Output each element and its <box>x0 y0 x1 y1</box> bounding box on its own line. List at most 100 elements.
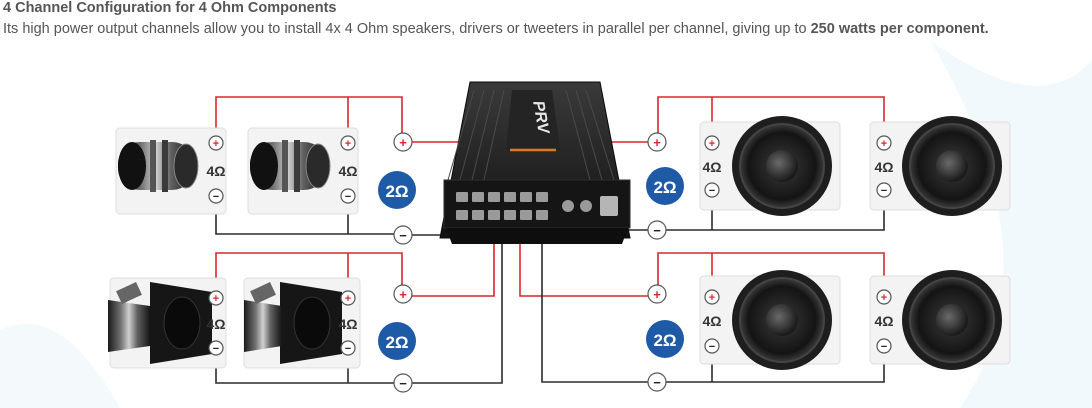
minus-terminal-label: − <box>709 341 715 353</box>
minus-terminal-label: − <box>399 228 407 243</box>
plus-terminal-icon <box>208 290 224 306</box>
plus-terminal-icon <box>393 132 413 152</box>
amp-brand-logo: PRV <box>529 100 552 137</box>
page-description: Its high power output channels allow you… <box>3 20 1089 38</box>
minus-terminal-icon <box>704 338 720 354</box>
plus-terminal-icon <box>647 284 667 304</box>
minus-terminal-icon <box>647 372 667 392</box>
plus-terminal-icon <box>647 132 667 152</box>
amplifier: PRV <box>439 81 631 244</box>
minus-terminal-label: − <box>213 191 219 203</box>
background-swoosh <box>0 323 120 408</box>
minus-terminal-label: − <box>345 343 351 355</box>
speaker-impedance-label: 4Ω <box>702 313 721 329</box>
channel-impedance-label: 2Ω <box>385 182 408 201</box>
speaker-terminal-block: + 4Ω − <box>206 290 226 356</box>
description-text: Its high power output channels allow you… <box>3 21 811 37</box>
minus-terminal-label: − <box>653 223 661 238</box>
speaker-impedance-label: 4Ω <box>206 163 225 179</box>
minus-terminal-icon <box>393 373 413 393</box>
plus-terminal-label: + <box>345 138 351 150</box>
speaker-horn-2 <box>243 277 361 369</box>
channel-terminal-right-top: + 2Ω − <box>646 132 684 240</box>
channel-impedance-badge <box>378 322 416 360</box>
amp-terminals <box>456 192 618 220</box>
channel-impedance-label: 2Ω <box>653 331 676 350</box>
minus-terminal-icon <box>208 340 224 356</box>
minus-terminal-label: − <box>881 341 887 353</box>
speaker-woofer-1 <box>699 116 841 216</box>
plus-terminal-label: + <box>709 292 715 304</box>
minus-terminal-label: − <box>399 376 407 391</box>
speaker-woofer-2 <box>869 116 1011 216</box>
channel-impedance-badge <box>646 167 684 205</box>
plus-terminal-icon <box>704 135 720 151</box>
minus-terminal-icon <box>340 340 356 356</box>
plus-terminal-icon <box>704 289 720 305</box>
speaker-woofer-3 <box>699 270 841 370</box>
plus-terminal-icon <box>876 289 892 305</box>
minus-terminal-icon <box>340 188 356 204</box>
amp-base <box>446 228 628 244</box>
positive-wire <box>657 96 885 140</box>
horn-driver-icon <box>108 282 212 364</box>
speaker-impedance-label: 4Ω <box>206 316 225 332</box>
minus-terminal-label: − <box>213 343 219 355</box>
minus-terminal-label: − <box>709 185 715 197</box>
speaker-terminal-block: + 4Ω − <box>206 135 226 204</box>
channel-impedance-label: 2Ω <box>385 333 408 352</box>
positive-wire <box>657 252 885 286</box>
plus-terminal-icon <box>208 135 224 151</box>
minus-terminal-label: − <box>345 191 351 203</box>
speaker-terminal-block: + 4Ω − <box>338 135 358 204</box>
horn-driver-icon <box>244 282 342 364</box>
plus-terminal-label: + <box>213 293 219 305</box>
minus-terminal-icon <box>704 182 720 198</box>
minus-terminal-icon <box>876 182 892 198</box>
negative-wire <box>541 230 648 383</box>
positive-wire <box>215 96 403 140</box>
positive-wire <box>519 230 648 297</box>
minus-terminal-icon <box>876 338 892 354</box>
channel-impedance-badge <box>378 171 416 209</box>
positive-wire <box>215 252 403 296</box>
midrange-speaker-icon <box>902 270 1002 370</box>
speaker-horn-1 <box>108 277 227 369</box>
plus-terminal-icon <box>340 290 356 306</box>
minus-terminal-label: − <box>881 185 887 197</box>
plus-terminal-icon <box>393 284 413 304</box>
speaker-terminal-block: + 4Ω − <box>874 289 894 354</box>
compression-driver-icon <box>118 140 199 192</box>
page-title: 4 Channel Configuration for 4 Ohm Compon… <box>3 0 337 16</box>
plus-terminal-label: + <box>709 138 715 150</box>
plus-terminal-icon <box>876 135 892 151</box>
channel-impedance-badge <box>646 320 684 358</box>
header: 4 Channel Configuration for 4 Ohm Compon… <box>3 0 1089 38</box>
midrange-speaker-icon <box>732 270 832 370</box>
speaker-terminal-block: + 4Ω − <box>874 135 894 198</box>
plus-terminal-icon <box>340 135 356 151</box>
channel-terminal-left-top: + 2Ω − <box>378 132 416 245</box>
positive-wire <box>412 230 495 297</box>
speaker-tweeter-2 <box>247 127 359 215</box>
plus-terminal-label: + <box>399 135 407 150</box>
speaker-terminal-block: + 4Ω − <box>702 289 722 354</box>
plus-terminal-label: + <box>881 138 887 150</box>
speaker-impedance-label: 4Ω <box>874 313 893 329</box>
negative-wire <box>412 230 503 384</box>
speaker-terminal-block: + 4Ω − <box>702 135 722 198</box>
background-swoosh <box>930 40 1092 408</box>
plus-terminal-label: + <box>399 287 407 302</box>
channel-impedance-label: 2Ω <box>653 178 676 197</box>
midrange-speaker-icon <box>902 116 1002 216</box>
plus-terminal-label: + <box>213 138 219 150</box>
speaker-impedance-label: 4Ω <box>338 163 357 179</box>
midrange-speaker-icon <box>732 116 832 216</box>
description-highlight: 250 watts per component. <box>810 21 989 37</box>
minus-terminal-label: − <box>653 375 661 390</box>
speaker-woofer-4 <box>869 270 1011 370</box>
plus-terminal-label: + <box>653 287 661 302</box>
channel-terminal-right-bottom: + 2Ω − <box>646 284 684 392</box>
amp-heatsink-fins <box>447 89 615 181</box>
